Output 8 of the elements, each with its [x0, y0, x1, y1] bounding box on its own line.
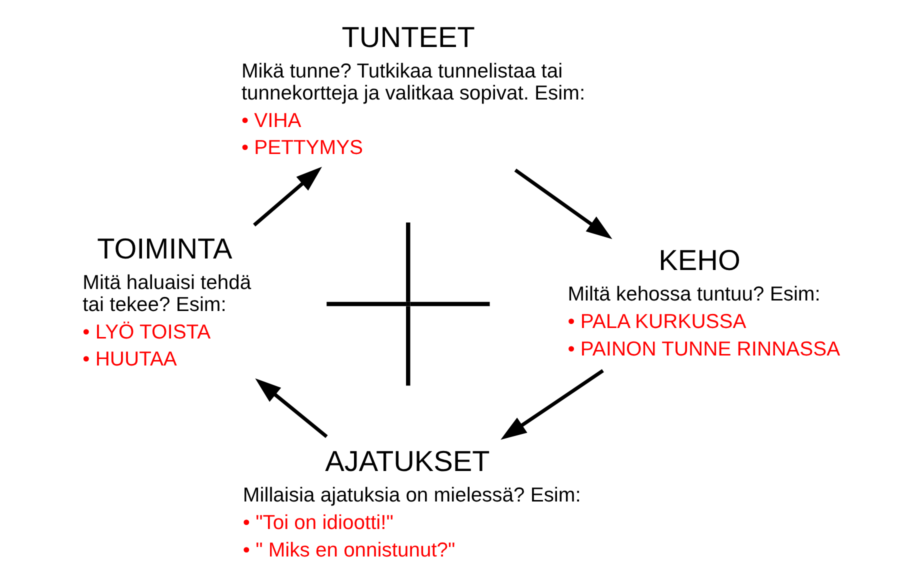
- arrow: [514, 168, 612, 240]
- node-text: TOIMINTA Mitä haluaisi tehdä tai tekee? Esim: • LYÖ TOISTA • HUUTAA: [82, 234, 251, 371]
- arrow: [252, 166, 322, 226]
- node-text: KEHO Miltä kehossa tuntuu? Esim: • PALA KURKUSSA • PAINON TUNNE RINNASSA: [567, 245, 840, 361]
- node-text: TUNTEET Mikä tunne? Tutkikaa tunnelistaa tai tunnekortteja ja valitkaa sopivat. Esim: • VIHA • PETTYMYS: [240, 22, 585, 160]
- node-text: AJATUKSET Millaisia ajatuksia on mielessä? Esim: • "Toi on idiootti!" • " Miks en onnistunut?": [242, 446, 580, 562]
- arrow: [500, 369, 604, 440]
- arrow: [254, 378, 328, 438]
